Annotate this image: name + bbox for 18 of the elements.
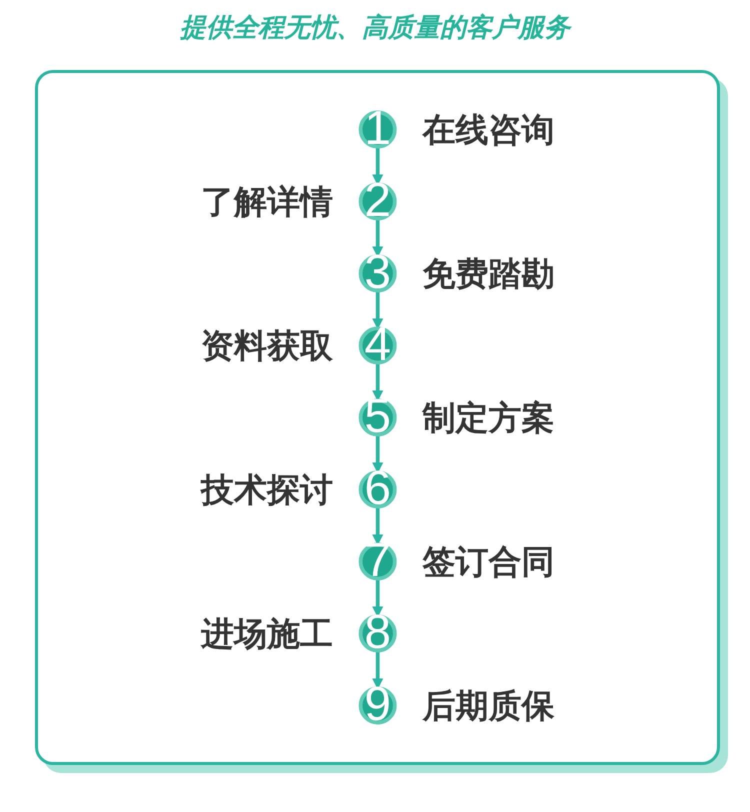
step-label: 资料获取	[200, 327, 333, 364]
arrow	[372, 218, 384, 257]
step-label: 后期质保	[422, 687, 554, 724]
arrow	[372, 362, 384, 401]
step-label: 制定方案	[422, 399, 554, 436]
arrow	[372, 578, 384, 617]
arrow	[372, 506, 384, 545]
step-label: 了解详情	[200, 183, 333, 220]
arrow	[372, 290, 384, 329]
step-label: 免费踏勘	[422, 255, 554, 292]
step-label: 进场施工	[200, 615, 333, 652]
step-label: 技术探讨	[200, 471, 333, 508]
arrow	[372, 650, 384, 689]
step-label: 签订合同	[422, 543, 554, 580]
step-label: 在线咨询	[422, 111, 554, 148]
title: 提供全程无忧、高质量的客户服务	[180, 11, 570, 44]
arrow	[372, 434, 384, 473]
arrow	[372, 146, 384, 185]
